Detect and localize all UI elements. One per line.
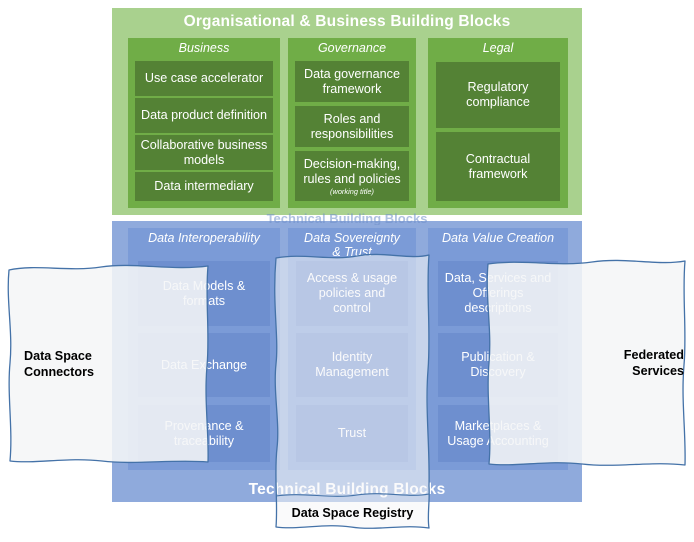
org-block-use-case-accelerator[interactable]: Use case accelerator (135, 61, 273, 96)
org-block-label: Use case accelerator (144, 71, 264, 86)
org-column-governance-title: Governance (317, 41, 387, 55)
org-block-contractual-framework[interactable]: Contractual framework (436, 132, 560, 201)
org-column-business-title: Business (178, 41, 230, 55)
data-space-registry-shape (274, 253, 430, 529)
org-block-label: Decision-making, rules and policies (303, 156, 401, 186)
data-space-connectors-label: Data Space Connectors (24, 263, 144, 466)
tech-column-title-line1: Data Interoperability (148, 231, 260, 245)
org-block-label: Contractual framework (465, 151, 531, 181)
org-block-data-governance-framework[interactable]: Data governance framework (295, 61, 409, 102)
org-block-collaborative-business-models[interactable]: Collaborative business models (135, 135, 273, 170)
org-block-label: Data intermediary (154, 179, 254, 194)
federated-services-shape (486, 259, 686, 466)
org-block-data-product-definition[interactable]: Data product definition (135, 98, 273, 133)
data-space-connectors-shape (7, 264, 209, 464)
tech-column-data-value-creation-title: Data Value Creation (428, 228, 568, 254)
callout-label-line1: Data Space Connectors (24, 349, 94, 379)
org-column-governance: Governance Data governance framework Rol… (288, 38, 416, 208)
callout-data-space-connectors[interactable]: Data Space Connectors (6, 263, 211, 466)
org-block-label: Data governance framework (304, 66, 400, 96)
org-column-legal-title: Legal (482, 41, 514, 55)
org-block-note: (working title) (330, 186, 374, 196)
org-block-data-intermediary[interactable]: Data intermediary (135, 172, 273, 201)
tech-column-title-line1: Data Sovereignty (304, 231, 400, 245)
org-block-label: Collaborative business models (140, 137, 268, 167)
tech-column-data-interoperability-title: Data Interoperability (128, 228, 280, 254)
org-block-label: Roles and responsibilities (310, 111, 394, 141)
org-block-regulatory-compliance[interactable]: Regulatory compliance (436, 62, 560, 128)
tech-column-title-line1: Data Value Creation (441, 231, 555, 245)
data-space-registry-label: Data Space Registry (273, 497, 432, 531)
callout-label-line1: Federated Services (623, 348, 684, 378)
org-block-decision-making-rules-and-policies[interactable]: Decision-making, rules and policies (wor… (295, 151, 409, 201)
org-block-roles-and-responsibilities[interactable]: Roles and responsibilities (295, 106, 409, 147)
org-block-label: Data product definition (140, 108, 268, 123)
org-block-label: Regulatory compliance (466, 80, 530, 109)
federated-services-label: Federated Services (596, 259, 684, 468)
technical-panel-title-occluded: Technical Building Blocks (266, 211, 428, 225)
tech-column-data-sovereignty-trust-title: Data Sovereignty & Trust (288, 228, 416, 262)
callout-federated-services[interactable]: Federated Services (486, 259, 688, 468)
org-column-legal: Legal Regulatory compliance Contractual … (428, 38, 568, 208)
org-column-business: Business Use case accelerator Data produ… (128, 38, 280, 208)
callout-label-line1: Data Space Registry (291, 506, 414, 521)
organisational-panel-title: Organisational & Business Building Block… (183, 13, 511, 30)
callout-data-space-registry[interactable]: Data Space Registry (273, 252, 432, 531)
